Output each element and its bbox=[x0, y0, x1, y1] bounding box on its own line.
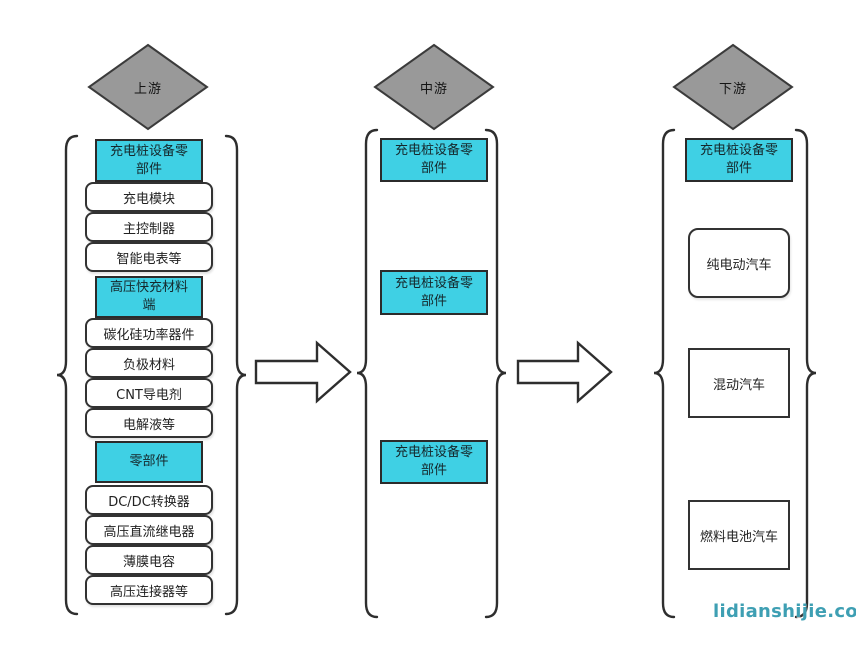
downstream-diamond bbox=[672, 43, 794, 131]
upstream-item-film-capacitor: 薄膜电容 bbox=[85, 545, 213, 575]
upstream-item-hv-dc-relay: 高压直流继电器 bbox=[85, 515, 213, 545]
upstream-header-charging-pile-parts: 充电桩设备零部件 bbox=[95, 139, 203, 182]
midstream-stage-label: 中游 bbox=[419, 81, 448, 97]
downstream-item-battery-electric-vehicle: 纯电动汽车 bbox=[688, 228, 790, 298]
upstream-right-brace bbox=[224, 134, 247, 616]
upstream-diamond bbox=[87, 43, 209, 131]
downstream-header-charging-pile-parts: 充电桩设备零部件 bbox=[685, 138, 793, 182]
downstream-item-fuel-cell-vehicle: 燃料电池汽车 bbox=[688, 500, 790, 570]
midstream-header-charging-pile-parts-1: 充电桩设备零部件 bbox=[380, 138, 488, 182]
upstream-item-smart-meter: 智能电表等 bbox=[85, 242, 213, 272]
downstream-left-brace bbox=[653, 128, 676, 619]
upstream-item-sic-power-devices: 碳化硅功率器件 bbox=[85, 318, 213, 348]
arrow-upstream-to-midstream-icon bbox=[254, 340, 352, 404]
upstream-header-hv-fast-charge-materials: 高压快充材料端 bbox=[95, 276, 203, 318]
upstream-item-electrolyte: 电解液等 bbox=[85, 408, 213, 438]
midstream-header-charging-pile-parts-2: 充电桩设备零部件 bbox=[380, 270, 488, 315]
upstream-item-anode-material: 负极材料 bbox=[85, 348, 213, 378]
midstream-left-brace bbox=[356, 128, 379, 619]
upstream-header-components: 零部件 bbox=[95, 441, 203, 483]
downstream-item-hybrid-vehicle: 混动汽车 bbox=[688, 348, 790, 418]
watermark-text: lidianshijie.com bbox=[713, 601, 856, 622]
midstream-right-brace bbox=[484, 128, 507, 619]
upstream-item-dcdc-converter: DC/DC转换器 bbox=[85, 485, 213, 515]
arrow-midstream-to-downstream-icon bbox=[516, 340, 613, 404]
upstream-item-hv-connector: 高压连接器等 bbox=[85, 575, 213, 605]
midstream-diamond bbox=[373, 43, 495, 131]
upstream-item-main-controller: 主控制器 bbox=[85, 212, 213, 242]
upstream-left-brace bbox=[56, 134, 79, 616]
downstream-right-brace bbox=[794, 128, 817, 619]
upstream-item-cnt-conductive-agent: CNT导电剂 bbox=[85, 378, 213, 408]
downstream-stage-label: 下游 bbox=[718, 81, 747, 97]
upstream-stage-label: 上游 bbox=[133, 81, 162, 97]
midstream-header-charging-pile-parts-3: 充电桩设备零部件 bbox=[380, 440, 488, 484]
upstream-item-charging-module: 充电模块 bbox=[85, 182, 213, 212]
